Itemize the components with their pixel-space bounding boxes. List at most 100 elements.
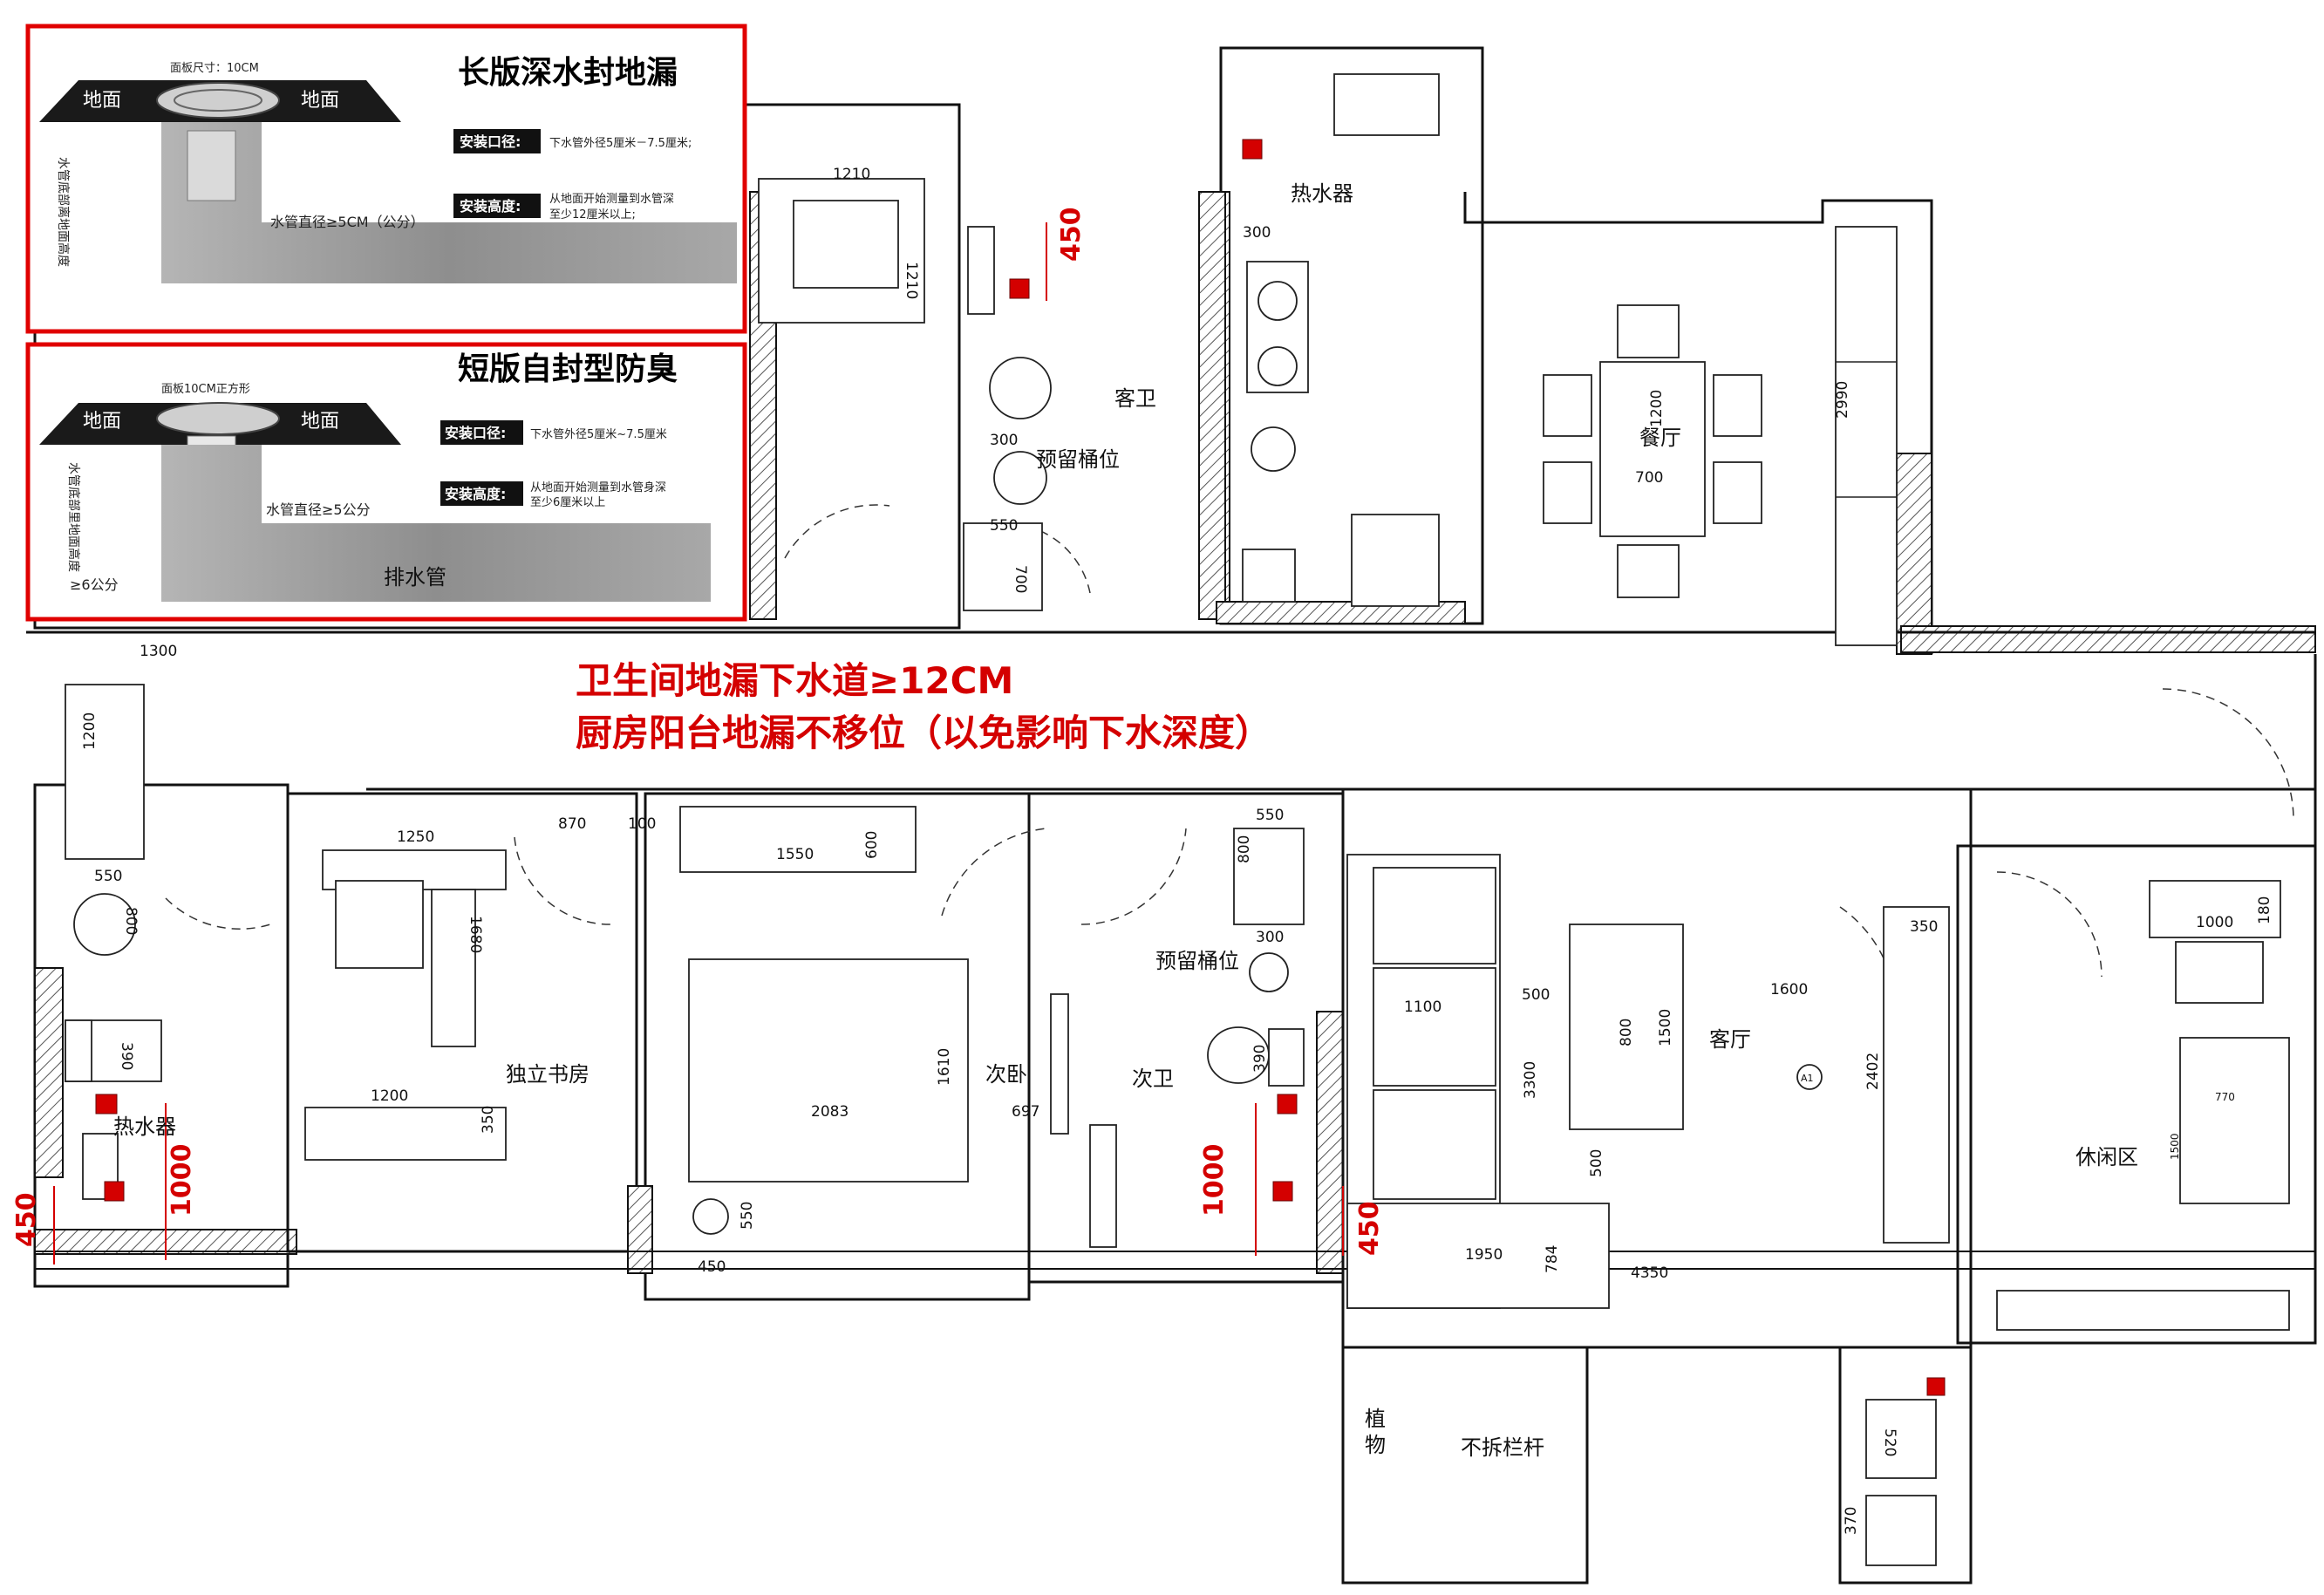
inset-short-ground-right: 地面 [301, 411, 339, 433]
dim: 1200 [1648, 390, 1666, 427]
reserved-bucket-label-1: 预留桶位 [1036, 447, 1120, 472]
dim: 2402 [1864, 1053, 1882, 1090]
dim: 1250 [397, 828, 434, 846]
dim: 390 [1251, 1045, 1269, 1073]
dim: 4350 [1631, 1264, 1668, 1282]
inset-short-title: 短版自封型防臭 [458, 351, 678, 387]
dim: 450 [698, 1258, 726, 1276]
railing-label: 不拆栏杆 [1461, 1435, 1544, 1460]
water-heater-master-label: 热水器 [113, 1114, 176, 1139]
inset-short-vertical-label: 水管底部里地面高度 [66, 462, 81, 572]
inset-long-panel-size: 面板尺寸：10CM [170, 62, 259, 75]
dim: 550 [739, 1202, 756, 1230]
notes: 卫生间地漏下水道≥12CM 厨房阳台地漏不移位（以免影响下水深度） [576, 659, 1271, 754]
dim: 1200 [81, 712, 99, 750]
dim: 350 [480, 1106, 497, 1134]
dim: 350 [1910, 918, 1938, 936]
inset-short-min-height: ≥6公分 [70, 576, 119, 593]
dimension-labels: 1210 1210 450 300 300 550 700 1200 700 2… [11, 166, 2273, 1535]
dim: 870 [558, 815, 586, 833]
room-dining: 餐厅 [1639, 426, 1681, 450]
inset-long-pipe-diameter: 水管直径≥5CM（公分） [270, 214, 425, 230]
dim: 100 [628, 815, 656, 833]
dim: 1950 [1465, 1246, 1503, 1264]
dim: 697 [1012, 1103, 1039, 1121]
dim: 300 [1243, 224, 1271, 242]
room-living: 客厅 [1709, 1027, 1751, 1052]
inset-long-height-1: 从地面开始测量到水管深 [549, 193, 674, 206]
room-second-bedroom: 次卧 [985, 1062, 1027, 1087]
inset-long-tag-height: 安装高度: [460, 198, 521, 215]
drain-marker [95, 1094, 118, 1114]
inset-short-height-1: 从地面开始测量到水管身深 [530, 481, 666, 494]
dim: 784 [1544, 1245, 1561, 1273]
note-line-2: 厨房阳台地漏不移位（以免影响下水深度） [576, 712, 1271, 754]
inset-long-ground-right: 地面 [301, 90, 339, 112]
dim: 1610 [936, 1048, 953, 1086]
inset-long-ground-left: 地面 [83, 90, 121, 112]
dim: 550 [1256, 807, 1284, 824]
inset-long-drain: 面板尺寸：10CM 地面 地面 水管直径≥5CM（公分） 水管底部离地面高度 长… [25, 24, 747, 334]
dim: 1210 [903, 262, 920, 299]
dim: 1500 [1657, 1009, 1674, 1046]
inset-short-pipe-diameter: 水管直径≥5公分 [266, 501, 371, 518]
walls [26, 46, 2317, 1585]
water-heater-kitchen-label: 热水器 [1291, 181, 1353, 206]
drain-marker [1277, 1094, 1298, 1114]
dim: 500 [1588, 1149, 1605, 1177]
plant-label-bottom: 物 [1365, 1433, 1386, 1457]
dim: 2990 [1834, 381, 1851, 419]
note-line-1: 卫生间地漏下水道≥12CM [576, 659, 1013, 702]
dim: 500 [1522, 986, 1550, 1004]
dim: 600 [863, 831, 881, 859]
dim: 2083 [811, 1103, 848, 1121]
dim: 1500 [2169, 1133, 2181, 1160]
dim: 1300 [140, 643, 177, 660]
dim: 370 [1843, 1507, 1860, 1535]
inset-long-title: 长版深水封地漏 [458, 54, 678, 91]
dim: 180 [2256, 896, 2273, 924]
inset-long-caliber-text: 下水管外径5厘米－7.5厘米; [549, 137, 692, 150]
dim: 1100 [1404, 999, 1441, 1016]
dim: 3300 [1522, 1061, 1539, 1099]
room-study: 独立书房 [506, 1062, 590, 1087]
dim: 1680 [467, 916, 484, 953]
dim: 800 [122, 907, 140, 935]
dim: 550 [990, 517, 1018, 535]
dim: 800 [1618, 1019, 1635, 1046]
dim: 1000 [2196, 914, 2233, 931]
inset-short-ground-left: 地面 [83, 411, 121, 433]
room-leisure: 休闲区 [2075, 1145, 2138, 1169]
drain-marker [1242, 139, 1263, 160]
dim-red: 1000 [167, 1144, 197, 1217]
dim: 700 [1635, 469, 1663, 487]
dim: 770 [2215, 1091, 2235, 1103]
room-labels: 客卫 预留桶位 热水器 餐厅 独立书房 次卧 次卫 预留桶位 客厅 休闲区 热水… [113, 181, 2138, 1460]
dim-red: 450 [1056, 207, 1087, 262]
inset-long-tag-caliber: 安装口径: [460, 133, 521, 150]
dim: 1200 [371, 1087, 408, 1105]
dim: 390 [118, 1042, 135, 1070]
inset-short-tag-caliber: 安装口径: [445, 425, 506, 441]
inset-short-drain: 面板10CM正方形 地面 地面 水管直径≥5公分 水管底部里地面高度 ≥6公分 … [25, 342, 747, 622]
dim: 1210 [833, 166, 870, 183]
inset-short-caliber-text: 下水管外径5厘米~7.5厘米 [530, 428, 667, 441]
drain-marker [1009, 278, 1030, 299]
dim: 800 [1236, 835, 1253, 863]
inset-long-height-2: 至少12厘米以上; [549, 208, 636, 222]
dim: 700 [1012, 565, 1029, 593]
inset-short-drain-pipe: 排水管 [384, 565, 446, 590]
room-second-bath: 次卫 [1132, 1067, 1174, 1091]
dim: 300 [990, 432, 1018, 449]
room-guest-bath: 客卫 [1114, 386, 1156, 411]
dim-red: 1000 [1199, 1144, 1230, 1217]
red-dimension-lines [53, 222, 1344, 1264]
furniture [65, 73, 2290, 1566]
dim: 550 [94, 868, 122, 885]
dim-red: 450 [1354, 1201, 1385, 1256]
inset-short-height-2: 至少6厘米以上 [530, 496, 605, 509]
inset-short-tag-height: 安装高度: [445, 486, 506, 502]
drain-marker [1926, 1377, 1946, 1396]
dim: 300 [1256, 929, 1284, 946]
